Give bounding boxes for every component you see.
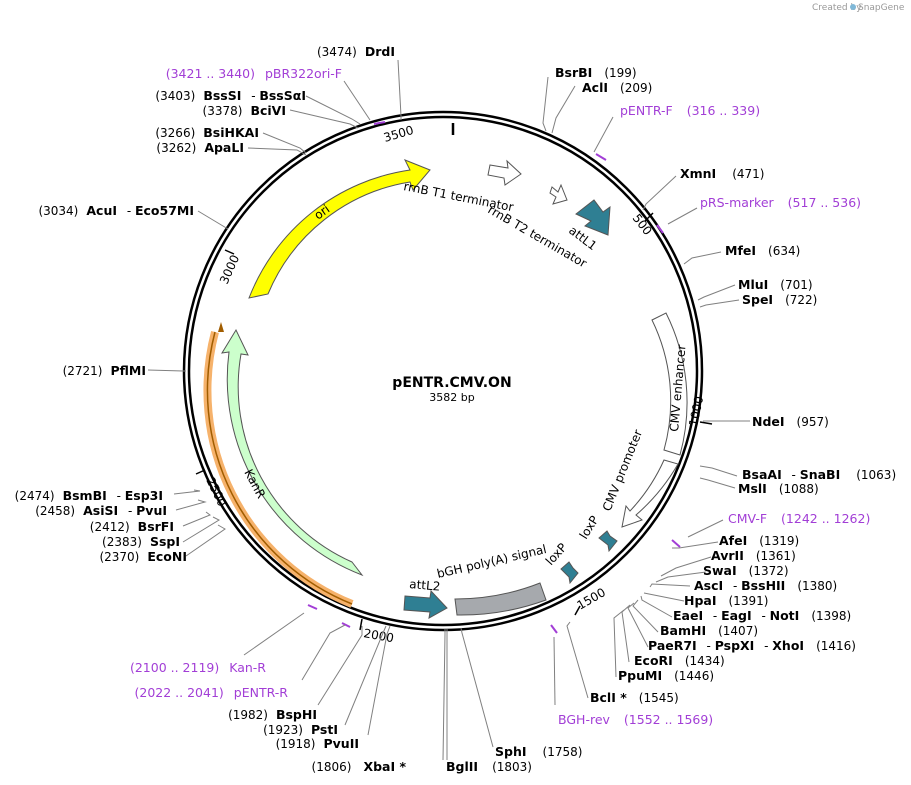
tick-2000: 2000	[362, 626, 395, 645]
cmv-enhancer-feature	[651, 312, 688, 456]
loxp-label-1: loxP	[577, 513, 602, 541]
tick-mark	[195, 469, 206, 475]
tick-mark	[224, 249, 235, 255]
snapgene-credit: Created by SnapGene	[812, 3, 905, 13]
site-label: (1918)PvuII	[276, 736, 359, 751]
site-label: (2474)BsmBI - Esp3I	[15, 488, 163, 503]
site-label: (1982)BspHI	[228, 707, 317, 722]
rrnb-t1-arrow	[487, 159, 522, 186]
site-label: SpeI(722)	[742, 292, 817, 307]
primer-mark	[341, 622, 351, 628]
site-label: (3034)AcuI - Eco57MI	[38, 203, 194, 218]
site-label: AfeI(1319)	[719, 533, 799, 548]
kanr-orf-line	[206, 331, 353, 605]
primer-mark	[307, 604, 318, 610]
primer-label: (2022 .. 2041)pENTR-R	[135, 685, 289, 700]
site-label: NdeI(957)	[752, 414, 829, 429]
site-label: (1806)XbaI *	[312, 759, 407, 774]
site-label: AvrII(1361)	[711, 548, 796, 563]
site-label: (3474)DrdI	[317, 44, 395, 59]
primer-mark	[373, 121, 386, 125]
plasmid-name: pENTR.CMV.ON	[392, 375, 511, 391]
primer-mark	[656, 224, 664, 234]
site-label: (2458)AsiSI - PvuI	[35, 503, 167, 518]
primer-marks	[307, 121, 681, 634]
tick-mark	[644, 212, 654, 222]
site-label: XmnI(471)	[680, 166, 765, 181]
primer-mark	[671, 539, 681, 548]
site-label: (2383)SspI	[102, 534, 180, 549]
site-label: MslI(1088)	[738, 481, 819, 496]
tick-1000: 1000	[686, 395, 706, 428]
site-label: (2412)BsrFI	[90, 519, 174, 534]
kanr-feature	[221, 328, 364, 577]
bgh-polya-feature	[454, 582, 547, 616]
kanr-orf-arrow	[218, 322, 224, 332]
site-label: (2370)EcoNI	[99, 549, 187, 564]
site-label: PpuMI(1446)	[618, 668, 714, 683]
ori-feature	[248, 159, 431, 299]
primer-label: pRS-marker(517 .. 536)	[700, 195, 861, 210]
loxp-arrow-1	[598, 530, 618, 553]
site-labels: BsrBI(199) AclI(209) pENTR-F(316 .. 339)…	[15, 44, 896, 774]
site-label: BsrBI(199)	[555, 65, 637, 80]
backbone-inner-circle	[187, 115, 699, 627]
site-label: (3378)BciVI	[203, 103, 286, 118]
site-label: HpaI(1391)	[684, 593, 768, 608]
site-label: AclI(209)	[582, 80, 652, 95]
site-label: SwaI(1372)	[703, 563, 789, 578]
primer-mark	[595, 153, 607, 161]
site-label: MfeI(634)	[725, 243, 800, 258]
credit-brand: SnapGene	[858, 3, 905, 13]
site-label: (3266)BsiHKAI	[155, 125, 259, 140]
bgh-polya-label: bGH poly(A) signal	[436, 542, 548, 581]
site-label: EcoRI(1434)	[634, 653, 725, 668]
site-label: (2721)PflMI	[63, 363, 146, 378]
attl2-label: attL2	[409, 577, 441, 594]
attl2-arrow	[403, 589, 448, 619]
credit-text: Created by	[812, 3, 862, 13]
site-label: BglII(1803)	[446, 759, 532, 774]
tick-mark	[359, 618, 363, 631]
site-label: MluI(701)	[738, 277, 813, 292]
site-label: EaeI - EagI - NotI(1398)	[673, 608, 851, 623]
rrnb-t2-arrow	[549, 183, 568, 205]
primer-label: CMV-F(1242 .. 1262)	[728, 511, 870, 526]
site-label: (3262)ApaLI	[156, 140, 244, 155]
snapgene-logo-icon	[850, 4, 856, 10]
tick-3000: 3000	[217, 253, 242, 287]
attl1-arrow	[575, 199, 611, 236]
primer-mark	[550, 624, 558, 634]
plasmid-length: 3582 bp	[429, 391, 474, 404]
tick-3500: 3500	[382, 123, 415, 145]
site-label: BsaAI - SnaBI(1063)	[742, 467, 896, 482]
tick-mark	[574, 605, 581, 616]
cmv-promoter-feature	[621, 459, 679, 528]
primer-label: (2100 .. 2119)Kan-R	[130, 660, 266, 675]
leader-lines	[147, 59, 750, 761]
primer-label: BGH-rev(1552 .. 1569)	[558, 712, 713, 727]
site-label: SphI(1758)	[495, 744, 582, 759]
loxp-arrow-2	[560, 561, 579, 585]
site-label: AscI - BssHII(1380)	[694, 578, 837, 593]
site-label: BamHI(1407)	[660, 623, 758, 638]
primer-label: pENTR-F(316 .. 339)	[620, 103, 760, 118]
tick-mark	[699, 421, 713, 425]
cmv-promoter-label: CMV promoter	[600, 428, 645, 513]
tick-1500: 1500	[575, 585, 608, 612]
site-label: PaeR7I - PspXI - XhoI(1416)	[648, 638, 856, 653]
primer-label: (3421 .. 3440)pBR322ori-F	[166, 66, 342, 81]
site-label: (3403)BssSI - BssSαI	[155, 88, 306, 103]
site-label: BclI *(1545)	[590, 690, 679, 705]
site-label: (1923)PstI	[263, 722, 338, 737]
